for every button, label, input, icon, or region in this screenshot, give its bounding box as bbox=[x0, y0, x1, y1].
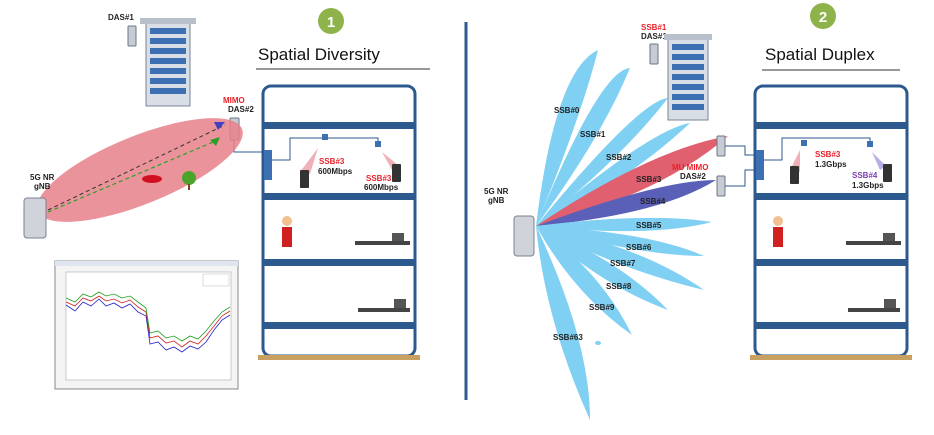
ssb-label-8: SSB#8 bbox=[606, 282, 632, 291]
left-phone-1-icon bbox=[300, 170, 309, 188]
right-floor-building bbox=[750, 84, 912, 360]
right-das1-ssb: SSB#1 bbox=[641, 23, 667, 32]
step-number-2: 2 bbox=[819, 9, 827, 26]
left-mimo-label: MIMO bbox=[223, 96, 245, 105]
ssb-label-7: SSB#7 bbox=[610, 259, 636, 268]
ssb-label-group: SSB#0 SSB#1 SSB#2 SSB#3 SSB#4 SSB#5 SSB#… bbox=[553, 106, 666, 342]
right-phone-2-icon bbox=[883, 164, 892, 182]
left-beam-path-1 bbox=[47, 124, 226, 211]
car-icon bbox=[142, 175, 162, 183]
right-beam-a-rate: 1.3Gbps bbox=[815, 160, 847, 169]
right-phone-1-icon bbox=[790, 166, 799, 184]
left-floor-das-unit bbox=[264, 150, 272, 180]
right-beam-b-ssb: SSB#4 bbox=[852, 171, 878, 180]
ssb-label-63: SSB#63 bbox=[553, 333, 583, 342]
right-building-icon bbox=[664, 34, 712, 121]
step-badge-2 bbox=[810, 3, 836, 29]
right-das2-label: DAS#2 bbox=[680, 172, 706, 181]
right-das2-antenna-b-icon bbox=[716, 175, 726, 197]
right-person-icon bbox=[773, 216, 783, 226]
tree-icon bbox=[182, 171, 196, 185]
left-building-icon bbox=[140, 18, 196, 107]
left-gnb-icon bbox=[23, 197, 47, 239]
ssb-label-0: SSB#0 bbox=[554, 106, 580, 115]
left-phone-2-icon bbox=[392, 164, 401, 182]
left-beam-path-2 bbox=[47, 139, 219, 213]
left-desk-1-icon bbox=[355, 241, 410, 245]
right-das1-label: DAS#1 bbox=[641, 32, 667, 41]
left-ceiling-antenna-2-icon bbox=[375, 141, 381, 147]
left-gnb-label-1: 5G NR bbox=[30, 173, 55, 182]
ssb-beam-fan bbox=[536, 50, 728, 420]
left-beam-b-ssb: SSB#3 bbox=[366, 174, 392, 183]
right-desk-2-icon bbox=[848, 308, 900, 312]
right-das1-antenna-icon bbox=[649, 43, 659, 65]
step-number-1: 1 bbox=[327, 14, 335, 31]
left-floor-building bbox=[258, 84, 420, 360]
left-gnb-label-2: gNB bbox=[34, 182, 51, 191]
right-desk-1-icon bbox=[846, 241, 901, 245]
left-das1-antenna-icon bbox=[127, 25, 137, 47]
right-gnb-icon bbox=[513, 215, 535, 257]
left-beam-a-rate: 600Mbps bbox=[318, 167, 353, 176]
right-gnb-label-1: 5G NR bbox=[484, 187, 509, 196]
right-beam-b-rate: 1.3Gbps bbox=[852, 181, 884, 190]
left-title: Spatial Diversity bbox=[258, 45, 380, 64]
right-ceiling-antenna-1-icon bbox=[801, 140, 807, 146]
ssb-label-4: SSB#4 bbox=[640, 197, 666, 206]
right-title: Spatial Duplex bbox=[765, 45, 875, 64]
left-arrow-head-1 bbox=[214, 122, 225, 130]
right-floor-das-unit bbox=[756, 150, 764, 180]
right-mu-mimo-label: MU MIMO bbox=[672, 163, 708, 172]
ssb-label-1: SSB#1 bbox=[580, 130, 606, 139]
ssb-label-9: SSB#9 bbox=[589, 303, 615, 312]
ssb-label-5: SSB#5 bbox=[636, 221, 662, 230]
left-beam-b-rate: 600Mbps bbox=[364, 183, 399, 192]
right-gnb-label-2: gNB bbox=[488, 196, 505, 205]
right-ceiling-antenna-2-icon bbox=[867, 141, 873, 147]
ssb-label-2: SSB#2 bbox=[606, 153, 632, 162]
right-das2-antenna-a-icon bbox=[716, 135, 726, 157]
left-desk-2-icon bbox=[358, 308, 410, 312]
ssb-label-6: SSB#6 bbox=[626, 243, 652, 252]
left-das1-label: DAS#1 bbox=[108, 13, 134, 22]
left-ceiling-antenna-1-icon bbox=[322, 134, 328, 140]
ssb-label-3: SSB#3 bbox=[636, 175, 662, 184]
right-beam-a-ssb: SSB#3 bbox=[815, 150, 841, 159]
left-person-icon bbox=[282, 216, 292, 226]
left-arrow-head-2 bbox=[210, 137, 220, 146]
step-badge-1 bbox=[318, 8, 344, 34]
left-das2-label: DAS#2 bbox=[228, 105, 254, 114]
left-beam-ellipse bbox=[37, 118, 243, 222]
left-beam-a-ssb: SSB#3 bbox=[319, 157, 345, 166]
chart-screenshot-inset bbox=[54, 260, 239, 390]
